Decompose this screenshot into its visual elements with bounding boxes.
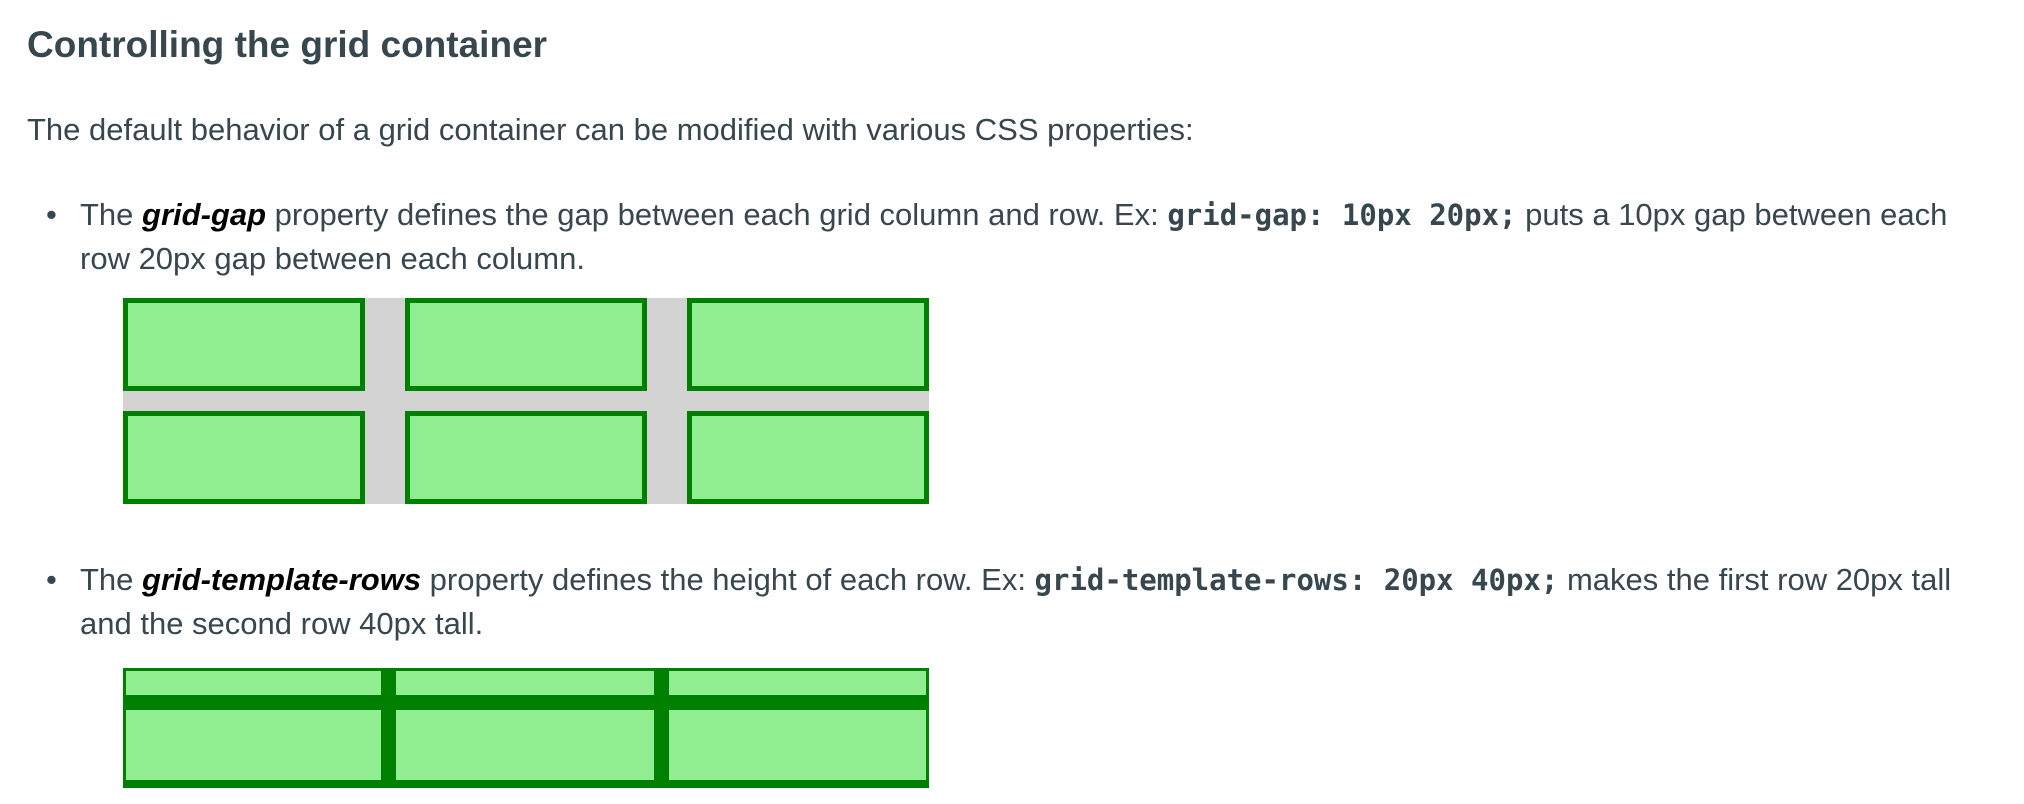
grid-gap-demo [123, 298, 929, 504]
grid-cell [393, 707, 657, 783]
intro-paragraph: The default behavior of a grid container… [27, 112, 1194, 147]
grid-cell [687, 298, 929, 391]
property-name: grid-template-rows [142, 562, 422, 597]
grid-cell [393, 668, 657, 698]
grid-template-rows-demo [123, 668, 929, 788]
list-item-grid-template-rows: • The grid-template-rows property define… [46, 558, 1960, 646]
grid-cell [687, 411, 929, 504]
item-lead: The [80, 562, 143, 597]
grid-cell [666, 707, 929, 783]
item-lead: The [80, 197, 143, 232]
grid-cell [405, 298, 647, 391]
item-text: property defines the height of each row.… [421, 562, 1035, 597]
bullet-icon: • [46, 197, 57, 232]
grid-cell [123, 298, 365, 391]
grid-cell [123, 668, 384, 698]
item-text-after: puts a 10px gap between each row 20px ga… [80, 197, 1948, 276]
item-text-after: makes the first row 20px tall and the se… [80, 562, 1952, 641]
code-example: grid-gap: 10px 20px; [1167, 198, 1517, 232]
property-name: grid-gap [142, 197, 267, 232]
list-item-grid-gap: • The grid-gap property defines the gap … [46, 193, 1960, 281]
grid-cell [123, 707, 384, 783]
item-text: property defines the gap between each gr… [266, 197, 1168, 232]
code-example: grid-template-rows: 20px 40px; [1034, 563, 1559, 597]
section-title: Controlling the grid container [27, 24, 548, 65]
grid-cell [405, 411, 647, 504]
grid-cell [666, 668, 929, 698]
grid-cell [123, 411, 365, 504]
bullet-icon: • [46, 562, 57, 597]
